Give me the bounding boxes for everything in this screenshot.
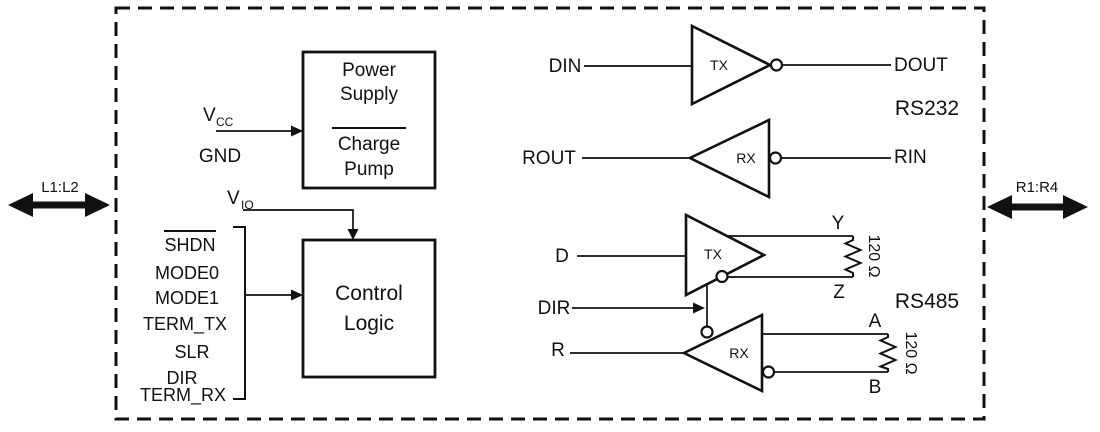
rs485-rx-gate-label: RX xyxy=(729,345,749,361)
rs485-rx-inverting-bubble-icon xyxy=(761,365,776,379)
rs232-rx-gate-label: RX xyxy=(736,150,756,166)
d-pin-label: D xyxy=(555,246,569,267)
vio-arrowhead-icon xyxy=(347,229,359,240)
pin-dir: DIR xyxy=(167,368,198,388)
vio-wire xyxy=(243,209,354,229)
dout-pin-label: DOUT xyxy=(894,55,948,76)
rs232-tx-gate-label: TX xyxy=(710,57,729,73)
rs485-rx-buffer-icon xyxy=(681,312,764,394)
pin-shdn: SHDN xyxy=(164,235,215,255)
control-pin-bracket xyxy=(233,226,246,400)
vio-pin-subscript: IO xyxy=(241,198,254,212)
control-pin-list: SHDN MODE0 MODE1 TERM_TX SLR DIR TERM_RX xyxy=(140,226,303,406)
pin-mode0: MODE0 xyxy=(155,263,219,283)
yz-termination-resistor-icon xyxy=(842,236,864,277)
power-supply-box xyxy=(301,50,437,190)
left-port-label: L1:L2 xyxy=(41,179,79,196)
right-double-arrow-icon xyxy=(987,195,1088,219)
vio-pin-label: V xyxy=(227,188,240,209)
rs485-tx-gate-label: TX xyxy=(704,246,723,262)
rs232-rx-buffer-icon xyxy=(687,117,771,200)
y-pin-label: Y xyxy=(832,213,845,234)
rs232-tx-inverter-bubble-icon xyxy=(769,58,784,72)
pin-term-rx: TERM_RX xyxy=(140,385,226,406)
ab-termination-value: 120 Ω xyxy=(902,331,919,374)
supply-pins: V CC GND xyxy=(199,105,303,167)
rs485-driver: D TX Y Z 120 Ω xyxy=(555,212,882,303)
b-pin-label: B xyxy=(869,377,882,398)
rs232-rx-inverter-bubble-icon xyxy=(768,151,783,165)
control-logic-box xyxy=(301,238,437,379)
din-pin-label: DIN xyxy=(549,56,582,77)
power-supply-label-line2: Supply xyxy=(340,84,399,105)
charge-pump-label-line2: Pump xyxy=(344,159,394,180)
control-logic-label-line2: Logic xyxy=(344,312,394,335)
pin-term-tx: TERM_TX xyxy=(143,314,227,335)
rs485-rx-enable-bubble-icon xyxy=(700,325,714,339)
rs485-tx-buffer-icon xyxy=(684,212,767,298)
control-logic-block: Control Logic xyxy=(301,238,437,379)
right-port-label: R1:R4 xyxy=(1016,179,1059,196)
gnd-pin-label: GND xyxy=(199,146,241,167)
rs232-receiver: ROUT RX RIN xyxy=(522,117,927,200)
rs485-direction-control: DIR xyxy=(538,284,714,339)
z-pin-label: Z xyxy=(833,282,845,303)
left-port: L1:L2 xyxy=(8,179,110,217)
r-pin-label: R xyxy=(551,340,565,361)
right-port: R1:R4 xyxy=(987,179,1088,219)
control-logic-label-line1: Control xyxy=(335,282,403,305)
rout-pin-label: ROUT xyxy=(522,148,576,169)
power-supply-label-line1: Power xyxy=(342,60,397,81)
pin-slr: SLR xyxy=(174,342,209,362)
rs485-tx-inverter-bubble-icon xyxy=(715,269,729,284)
rs232-section-label: RS232 xyxy=(895,97,959,120)
ab-termination-resistor-icon xyxy=(877,334,899,372)
pin-mode1: MODE1 xyxy=(155,288,219,308)
rs485-receiver: R RX A B 120 Ω xyxy=(551,311,919,398)
rs232-transmitter: DIN TX DOUT xyxy=(549,23,948,107)
rs232-tx-buffer-icon xyxy=(690,23,773,107)
a-pin-label: A xyxy=(869,311,882,332)
power-supply-block: Power Supply Charge Pump xyxy=(301,50,437,190)
vcc-arrowhead-icon xyxy=(291,125,303,137)
yz-termination-value: 120 Ω xyxy=(865,234,882,277)
dir-signal-label: DIR xyxy=(538,298,571,319)
dir-arrowhead-icon xyxy=(693,302,705,314)
rs485-section-label: RS485 xyxy=(895,290,959,313)
control-pins-arrowhead-icon xyxy=(291,289,303,301)
vio-pin: V IO xyxy=(227,188,359,240)
left-double-arrow-icon xyxy=(8,193,110,217)
rin-pin-label: RIN xyxy=(894,147,927,168)
vcc-pin-label: V xyxy=(203,105,216,126)
charge-pump-label-line1: Charge xyxy=(338,134,400,155)
vcc-pin-subscript: CC xyxy=(216,115,234,129)
